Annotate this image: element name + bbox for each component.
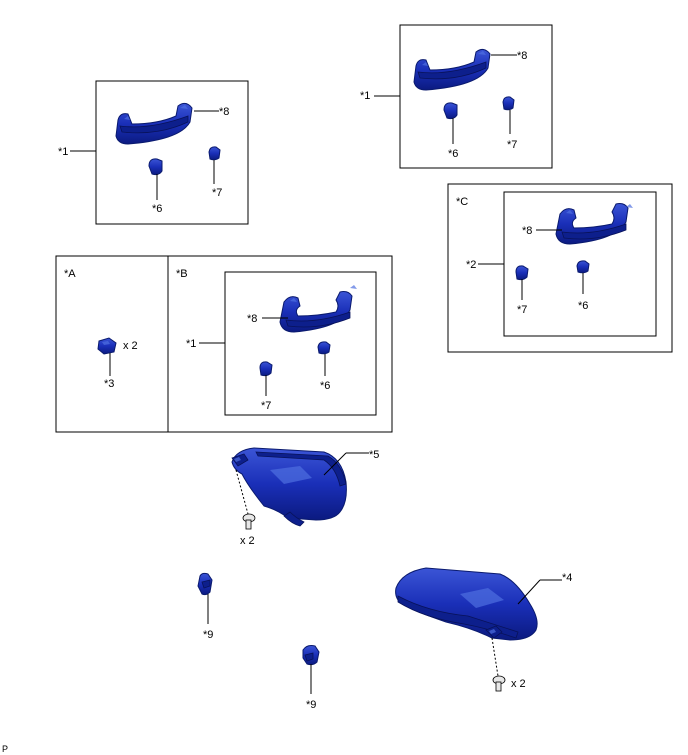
variants-outer-frame <box>55 255 393 433</box>
screw-icon <box>492 675 506 692</box>
clip-label: *7 <box>517 304 527 316</box>
holder-label: *9 <box>203 629 213 641</box>
quantity-label: x 2 <box>123 340 138 352</box>
screw-icon <box>242 513 256 530</box>
footer-code: P <box>2 744 8 754</box>
variant-tag: *B <box>176 268 188 280</box>
variant-tag: *C <box>456 196 468 208</box>
handle-label: *8 <box>522 225 532 237</box>
clip-icon <box>502 96 515 111</box>
handle-label: *8 <box>517 50 527 62</box>
clip-icon <box>443 102 458 120</box>
group-variant-c: *C *2 *8 *7 *6 <box>447 183 673 353</box>
clip-icon <box>148 158 163 176</box>
visor-holder-icon <box>197 572 213 596</box>
handle-label: *8 <box>247 313 257 325</box>
part-label: *3 <box>104 378 114 390</box>
group-variants-a-b: *A x 2 *3 *B *1 *8 *7 *6 <box>55 255 393 433</box>
holder-label: *9 <box>306 699 316 711</box>
callout-label: *1 <box>186 338 196 350</box>
group-top-right-frame <box>399 24 553 169</box>
clip-label: *7 <box>507 139 517 151</box>
variant-c-outer-frame <box>447 183 673 353</box>
assist-grip-handle <box>555 203 633 245</box>
sun-visor-lower <box>395 567 538 641</box>
callout-label: *2 <box>466 259 476 271</box>
variant-b-inner-frame <box>224 271 377 416</box>
clip-icon <box>317 341 331 355</box>
cap-icon <box>97 337 117 355</box>
clip-icon <box>515 265 529 281</box>
clip-icon <box>259 361 273 377</box>
visor-label: *5 <box>369 449 379 461</box>
clip-label: *7 <box>212 187 222 199</box>
clip-label: *6 <box>152 203 162 215</box>
clip-icon <box>576 260 590 274</box>
visor-holder-icon <box>302 645 320 666</box>
variant-tag: *A <box>64 268 76 280</box>
screw-quantity: x 2 <box>240 535 255 547</box>
callout-label: *1 <box>58 146 68 158</box>
handle-label: *8 <box>219 106 229 118</box>
clip-icon <box>208 146 221 161</box>
assist-grip-handle <box>279 285 357 333</box>
assist-grip-handle <box>115 102 193 145</box>
clip-label: *6 <box>578 300 588 312</box>
sun-visor-upper <box>231 447 347 527</box>
assist-grip-handle <box>413 48 491 91</box>
clip-label: *7 <box>261 400 271 412</box>
visor-label: *4 <box>562 572 572 584</box>
clip-label: *6 <box>320 380 330 392</box>
clip-label: *6 <box>448 148 458 160</box>
group-top-left-frame <box>95 80 249 225</box>
group-top-right: *1 *8 *6 *7 <box>360 24 553 169</box>
group-top-left: *1 *8 *6 *7 <box>58 80 249 225</box>
screw-quantity: x 2 <box>511 678 526 690</box>
callout-label: *1 <box>360 90 370 102</box>
